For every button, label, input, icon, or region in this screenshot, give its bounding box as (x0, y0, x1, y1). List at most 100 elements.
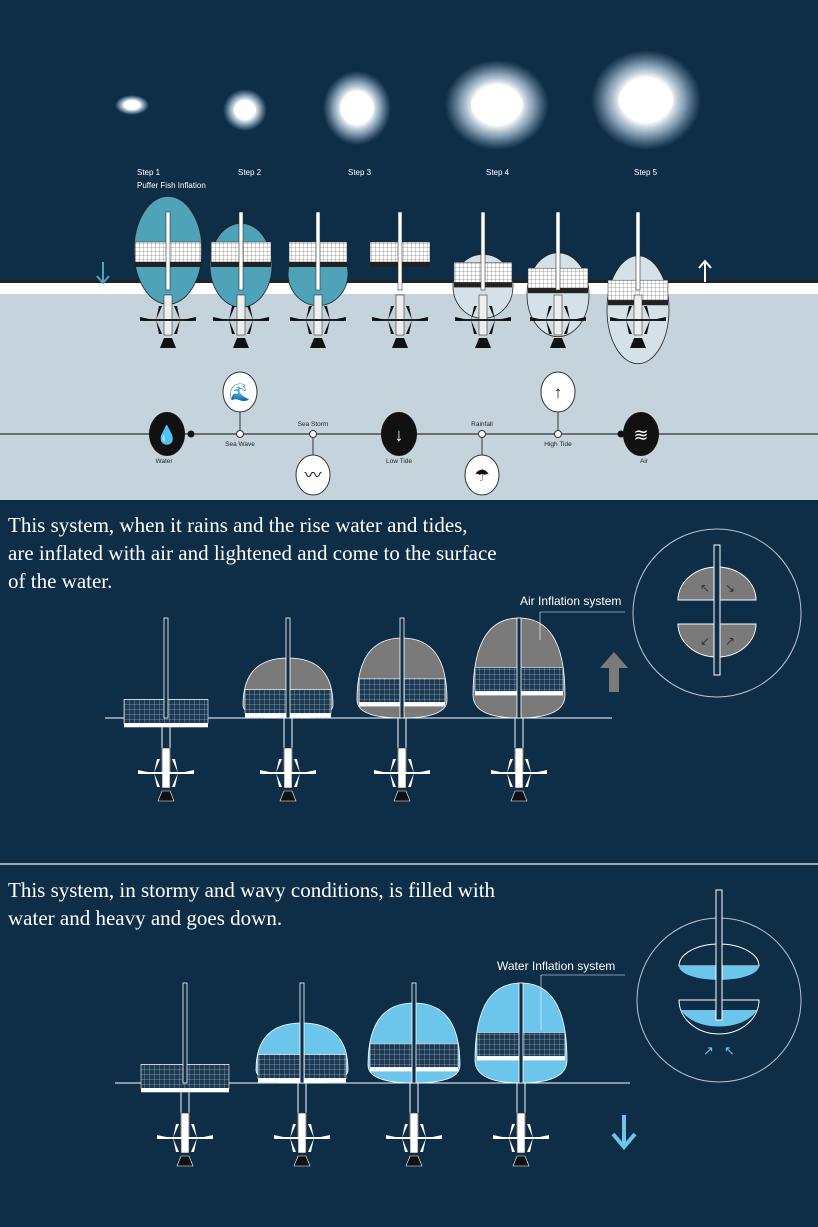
buoy-mast (516, 617, 522, 719)
water-inflation-system-label: Water Inflation system (497, 959, 616, 973)
sink-arrow-icon (611, 1115, 637, 1151)
propeller-blade (507, 759, 513, 773)
high-tide-icon-circle (540, 371, 576, 413)
buoy-mast (182, 982, 188, 1084)
puffer-fish-core (234, 101, 256, 119)
propeller-blade (525, 759, 531, 773)
air-text-line-3: of the water. (8, 569, 113, 593)
timeline-node (236, 430, 244, 438)
propeller-blade (154, 759, 160, 773)
propeller-blade (652, 317, 666, 321)
propeller-blade (372, 317, 386, 321)
anchor-base (550, 338, 566, 348)
propeller-blade (497, 317, 511, 321)
anchor-base (160, 338, 176, 348)
propeller-blade (509, 1124, 515, 1138)
timeline-sea-wave-label: Sea Wave (225, 441, 255, 448)
down-arrow-icon (96, 262, 110, 285)
propeller-blade (471, 320, 477, 334)
arrow-icon: ↗ (725, 634, 735, 648)
propeller-blade (180, 770, 194, 774)
propeller-blade (172, 759, 178, 773)
anchor-base (279, 790, 297, 802)
propeller-blade (174, 306, 180, 320)
stem (397, 747, 407, 789)
buoy-mast (555, 211, 561, 291)
water-buoy-4 (474, 982, 568, 1167)
step-2-label: Step 2 (238, 168, 262, 177)
detail-mast (715, 889, 723, 1021)
timeline-air-label: Air (640, 458, 648, 465)
propeller-assembly (260, 747, 316, 802)
anchor-base (475, 338, 491, 348)
propeller-blade (507, 773, 513, 787)
propeller-blade (489, 320, 495, 334)
propeller-blade (390, 759, 396, 773)
propeller-assembly (455, 294, 511, 348)
puffer-fish-step-4-image (445, 60, 549, 150)
timeline-water-label: Water (155, 458, 173, 465)
sea-storm-icon: 〰 (295, 430, 331, 496)
water-buoy-1 (140, 982, 230, 1167)
propeller-blade (276, 759, 282, 773)
propeller-blade (182, 317, 196, 321)
sea-wave-icon: 🌊 (222, 371, 258, 438)
stem (395, 294, 405, 336)
inflow-arrow-icon: ↖ (724, 1043, 735, 1058)
propeller-blade (276, 773, 282, 787)
propeller-blade (308, 1138, 314, 1152)
buoy-mast (315, 211, 321, 291)
propeller-blade (213, 317, 227, 321)
arrow-icon: ↖ (700, 581, 710, 595)
air-buoy-4 (472, 617, 566, 802)
buoy-mast (238, 211, 244, 291)
propeller-assembly (491, 747, 547, 802)
buoy-stage-7 (606, 211, 670, 365)
buoy-mast (299, 982, 305, 1084)
anchor-base (393, 790, 411, 802)
propeller-blade (388, 306, 394, 320)
buoy-mast (397, 211, 403, 291)
low-tide-icon: ↓ (381, 412, 417, 456)
anchor-base (630, 338, 646, 348)
propeller-blade (390, 773, 396, 787)
step-4-label: Step 4 (486, 168, 510, 177)
inflow-arrow-icon: ↗ (703, 1043, 714, 1058)
air-system-detail: ↖↘↙↗ (632, 528, 802, 698)
water-icon-glyph: 💧 (156, 424, 178, 445)
propeller-blade (290, 1124, 296, 1138)
water-band (0, 294, 818, 500)
propeller-blade (308, 1124, 314, 1138)
timeline-node (309, 430, 317, 438)
puffer-fish-core (618, 80, 674, 120)
anchor-base (405, 1155, 423, 1167)
propeller-blade (306, 320, 312, 334)
puffer-fish-core (123, 101, 141, 109)
propeller-blade (140, 317, 154, 321)
water-buoy-3 (367, 982, 461, 1167)
timeline-high-tide-label: High Tide (544, 441, 572, 448)
buoy-stage-1 (133, 195, 203, 348)
buoy-mast (518, 982, 524, 1084)
arrow-icon: ↘ (725, 581, 735, 595)
propeller-blade (644, 320, 650, 334)
puffer-fish-core (340, 93, 374, 123)
propeller-blade (173, 1124, 179, 1138)
propeller-blade (493, 1135, 507, 1139)
propeller-blade (260, 770, 274, 774)
water-section-description: This system, in stormy and wavy conditio… (8, 876, 495, 932)
puffer-fish-step-5-image (591, 50, 701, 150)
stem (236, 294, 246, 336)
propeller-blade (154, 773, 160, 787)
buoy-mast (285, 617, 291, 719)
propeller-assembly (290, 294, 346, 348)
air-icon: ≋ (623, 412, 659, 456)
step-5-label: Step 5 (634, 168, 658, 177)
propeller-blade (174, 320, 180, 334)
propeller-assembly (374, 747, 430, 802)
rainfall-icon-circle (464, 454, 500, 496)
white-band (0, 283, 818, 294)
anchor-base (293, 1155, 311, 1167)
